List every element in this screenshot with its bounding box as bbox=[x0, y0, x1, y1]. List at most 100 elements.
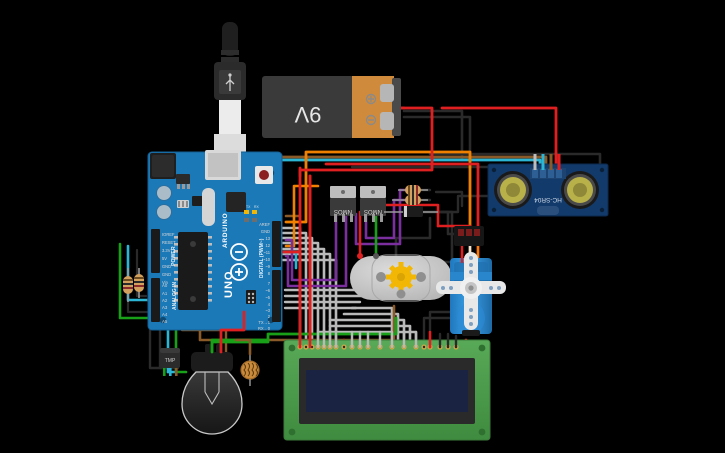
power-header[interactable] bbox=[151, 229, 160, 330]
battery-contact-plate bbox=[392, 78, 401, 136]
reset-button-cap[interactable] bbox=[259, 170, 269, 180]
motor-mount-bottom bbox=[396, 289, 406, 299]
power-section-label: POWER bbox=[171, 246, 177, 266]
svg-text:~10: ~10 bbox=[263, 257, 271, 262]
svg-text:A2: A2 bbox=[162, 298, 168, 303]
resistor-a[interactable] bbox=[398, 185, 428, 195]
svg-text:~9: ~9 bbox=[265, 264, 270, 269]
arduino-infinity-logo bbox=[230, 243, 248, 281]
lcd-hole bbox=[478, 428, 486, 436]
dc-motor[interactable] bbox=[350, 253, 452, 302]
wire-layer-front bbox=[210, 174, 464, 356]
light-bulb[interactable] bbox=[181, 344, 243, 435]
tmp36-label: TMP bbox=[165, 358, 176, 364]
ic-pins bbox=[174, 236, 212, 302]
tmp36[interactable]: TMP bbox=[160, 348, 180, 376]
battery-9v[interactable]: 9V bbox=[262, 76, 401, 138]
svg-text:2: 2 bbox=[268, 314, 271, 319]
svg-text:Vin: Vin bbox=[162, 280, 169, 285]
servo-bottom-tab bbox=[462, 330, 480, 336]
arduino-wordmark: ARDUINO bbox=[222, 213, 229, 248]
svg-text:~3: ~3 bbox=[265, 308, 270, 313]
analog-pin-labels: A0 A1 A2 A3 A4 A5 bbox=[162, 283, 168, 324]
nmos-1[interactable]: NMOS bbox=[330, 186, 356, 222]
svg-text:7: 7 bbox=[268, 281, 271, 286]
led-l bbox=[244, 218, 249, 222]
svg-text:~11: ~11 bbox=[263, 250, 270, 255]
svg-text:A4: A4 bbox=[162, 312, 168, 317]
arduino-uno-label: UNO bbox=[223, 271, 235, 298]
arduino-uno[interactable]: TX RX bbox=[147, 150, 283, 331]
svg-text:A3: A3 bbox=[162, 305, 168, 310]
battery-plus-symbol bbox=[365, 93, 377, 105]
motor-terminal-positive[interactable] bbox=[357, 253, 363, 259]
motor-terminal-negative[interactable] bbox=[373, 253, 379, 259]
bulb-base bbox=[191, 352, 233, 372]
motor-mount-right bbox=[416, 272, 426, 282]
battery-minus-symbol bbox=[365, 114, 377, 126]
svg-text:AREF: AREF bbox=[259, 222, 270, 227]
servo-motor[interactable] bbox=[436, 226, 506, 336]
nmos-2[interactable]: NMOS bbox=[360, 186, 386, 222]
svg-text:TX→1: TX→1 bbox=[258, 320, 270, 325]
svg-text:3.3V: 3.3V bbox=[162, 248, 171, 253]
svg-text:~5: ~5 bbox=[265, 295, 270, 300]
battery-negative-terminal[interactable] bbox=[380, 112, 394, 130]
svg-text:13: 13 bbox=[265, 236, 270, 241]
analog-section-label: ANALOG IN bbox=[172, 282, 178, 310]
resistor-e[interactable] bbox=[123, 268, 133, 302]
motor-mount-left bbox=[376, 272, 386, 282]
svg-text:12: 12 bbox=[265, 243, 270, 248]
svg-text:A1: A1 bbox=[162, 291, 168, 296]
svg-text:4: 4 bbox=[268, 302, 271, 307]
bulb-terminal-left[interactable] bbox=[205, 344, 211, 353]
hc-sr04[interactable]: HC-SR04 bbox=[487, 154, 609, 217]
usb-controller-ic bbox=[226, 192, 246, 212]
resistor-f[interactable] bbox=[134, 268, 144, 298]
diode-body bbox=[403, 206, 423, 217]
ldr-serpentine bbox=[243, 362, 258, 377]
resistor-b[interactable] bbox=[392, 195, 428, 205]
mounting-hole bbox=[159, 316, 167, 324]
usb-cable[interactable] bbox=[214, 22, 246, 158]
svg-text:RX←0: RX←0 bbox=[258, 326, 271, 331]
lcd-hole bbox=[288, 344, 296, 352]
tmp36-pin-gnd bbox=[175, 368, 178, 376]
photoresistor[interactable] bbox=[240, 354, 260, 386]
svg-text:IOREF: IOREF bbox=[162, 232, 175, 237]
hcsr04-silkscreen: HC-SR04 bbox=[534, 196, 562, 203]
lcd-16x2[interactable] bbox=[283, 339, 491, 441]
ic-small bbox=[192, 196, 205, 206]
nmos1-body bbox=[330, 198, 356, 216]
svg-text:A0: A0 bbox=[162, 283, 168, 288]
nmos2-body bbox=[360, 198, 386, 216]
servo-horn-holes bbox=[441, 256, 501, 326]
svg-text:RESET: RESET bbox=[162, 240, 176, 245]
digital-pin-labels: AREF GND 13 12 ~11 ~10 ~9 8 7 ~6 ~5 4 ~3… bbox=[258, 222, 271, 331]
lcd-hole bbox=[288, 428, 296, 436]
diode-cathode-band bbox=[404, 206, 407, 217]
hcsr04-pin-header[interactable] bbox=[530, 168, 566, 179]
pin-stub-gnd bbox=[533, 154, 537, 170]
svg-text:A5: A5 bbox=[162, 319, 168, 324]
led-pwr bbox=[252, 218, 257, 222]
rx-led bbox=[252, 210, 257, 214]
svg-text:5V: 5V bbox=[162, 256, 167, 261]
digital-section-label: DIGITAL (PWM~) bbox=[259, 238, 265, 278]
diode-1[interactable] bbox=[384, 206, 438, 217]
tmp36-pin-pwr bbox=[163, 368, 166, 376]
icsp-header[interactable] bbox=[246, 290, 256, 304]
battery-positive-terminal[interactable] bbox=[380, 84, 394, 102]
lcd-hole bbox=[478, 344, 486, 352]
nmos1-label: NMOS bbox=[334, 208, 352, 214]
atmega328p-ic bbox=[178, 232, 208, 310]
lcd-screen bbox=[306, 370, 468, 412]
digital-header[interactable] bbox=[272, 221, 281, 322]
power-pin-labels: IOREF RESET 3.3V 5V GND GND Vin bbox=[162, 232, 176, 285]
svg-text:GND: GND bbox=[162, 264, 171, 269]
svg-text:GND: GND bbox=[162, 272, 171, 277]
svg-text:GND: GND bbox=[261, 229, 270, 234]
svg-text:~6: ~6 bbox=[265, 288, 270, 293]
